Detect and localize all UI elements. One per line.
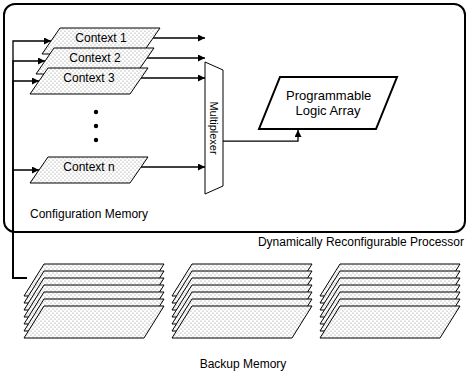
context-layer [30, 68, 148, 94]
multiplexer-shape [205, 62, 223, 194]
ctx-node: Context n [30, 157, 148, 183]
node-label: Multiplexer [207, 101, 221, 154]
backup-node: Backup Memory [22, 262, 464, 356]
connector-arrow [141, 166, 205, 167]
group-label: Configuration Memory [30, 207, 148, 221]
memory-layer [24, 306, 164, 338]
node-label: Context 1 [42, 31, 160, 45]
outer-node: Dynamically Reconfigurable ProcessorCont… [3, 3, 466, 233]
ellipsis-dot [94, 124, 98, 128]
ellipsis-dot [94, 110, 98, 114]
mux-node: Multiplexer [205, 62, 223, 194]
memory-layer [172, 306, 312, 338]
connector-arrow [141, 77, 205, 78]
connector-arrow [223, 130, 298, 141]
node-label: Context n [30, 160, 148, 174]
ctx-node: Context 3 [30, 68, 148, 94]
node-label: Context 2 [36, 51, 154, 65]
shape-outline [22, 262, 464, 356]
ellipsis-dot [94, 138, 98, 142]
memory-layer [320, 306, 460, 338]
node-label: Context 3 [30, 71, 148, 85]
node-label: Backup Memory [22, 357, 464, 371]
node-label: Dynamically Reconfigurable Processor [258, 235, 464, 249]
connector-arrow [147, 57, 205, 58]
context-layer [30, 157, 148, 183]
node-label: Programmable Logic Array [286, 88, 370, 118]
pla-node: Programmable Logic Array [258, 76, 398, 130]
logic-array-shape [259, 77, 397, 129]
connector-arrow [153, 37, 205, 38]
connector-arrow [13, 170, 39, 278]
